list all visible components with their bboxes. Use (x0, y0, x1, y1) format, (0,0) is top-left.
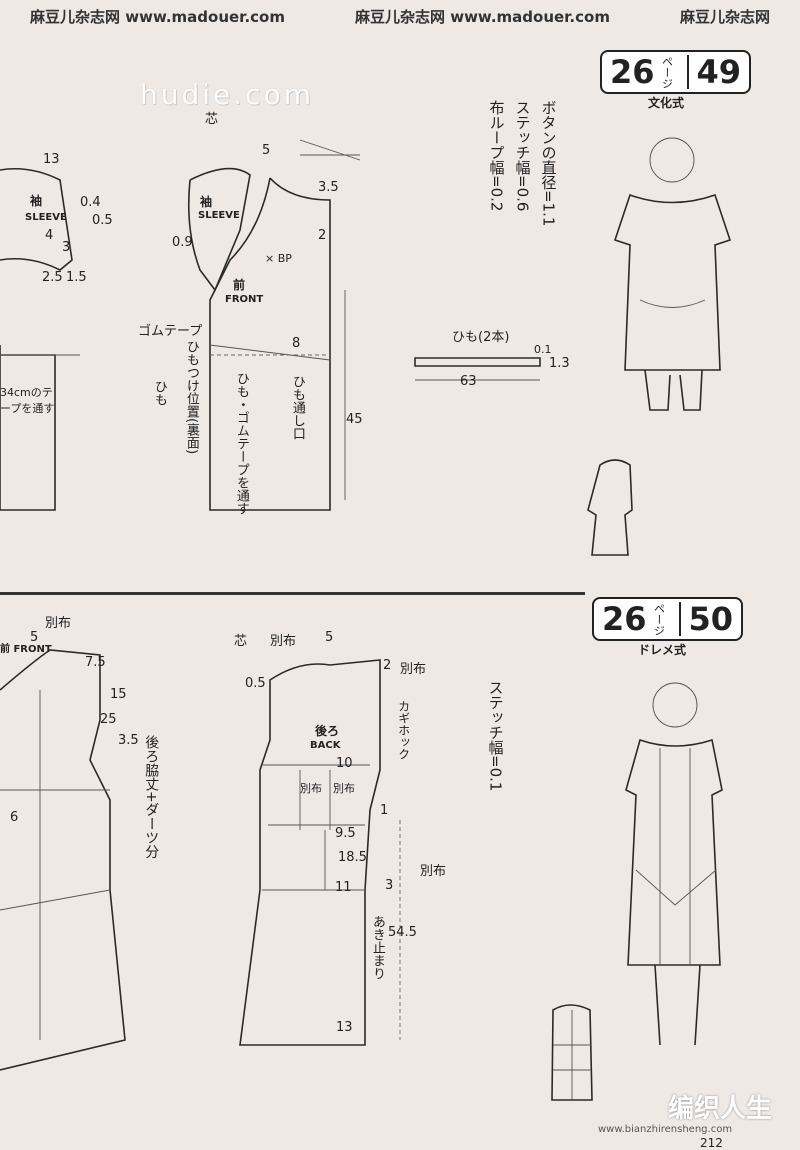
m50-1: 1 (380, 803, 389, 818)
himo-opening-label: ひも通し口 (289, 375, 305, 440)
sleeve-left-outline (0, 167, 73, 271)
sleeve-right-outline (187, 167, 251, 292)
sleeve-label-en: SLEEVE (198, 210, 240, 221)
himo-width: 1.3 (549, 356, 570, 371)
watermark-center: 麻豆儿杂志网 www.madouer.com (354, 8, 610, 26)
badge-kana: ページ (660, 55, 674, 89)
m50-3-5: 3.5 (118, 733, 139, 748)
m50-18-5: 18.5 (338, 850, 367, 865)
m49-5: 5 (262, 143, 271, 158)
note-button-diameter: ボタンの直径=1.1 (539, 100, 558, 227)
back-label-en: BACK (310, 740, 341, 751)
watermark-bar: 麻豆儿杂志网 www.madouer.com 麻豆儿杂志网 www.madoue… (0, 6, 800, 27)
measure-54-5: 54.5 (388, 925, 417, 940)
badge-separator (678, 602, 681, 636)
m49-4: 4 (45, 228, 54, 243)
front-left-partial (0, 345, 56, 511)
badge-number: 49 (696, 53, 742, 91)
measure-45: 45 (346, 412, 363, 427)
elastic-label: ゴムテープ (138, 324, 203, 339)
himo-length: 63 (460, 374, 477, 389)
m50-2: 2 (383, 658, 392, 673)
m50-3: 3 (385, 878, 394, 893)
back-label-jp: 後ろ (315, 724, 340, 738)
badge-page: 26 (602, 600, 647, 638)
betsununo-right: 別布 (400, 662, 427, 677)
elastic-pass-label: ひも・ゴムテープを通す (233, 372, 249, 515)
watermark-left: 麻豆儿杂志网 www.madouer.com (30, 8, 285, 26)
himo-position-label: ひもつけ位置(裏面) (183, 340, 199, 455)
note-stitch-width-50: ステッチ幅=0.1 (486, 680, 505, 792)
m49-0-5: 0.5 (92, 213, 113, 228)
betsununo-panel-1: 別布 (300, 782, 322, 795)
m49-2-5: 2.5 (42, 270, 63, 285)
m50-5-a: 5 (30, 630, 39, 645)
shin-label-top: 芯 (205, 112, 219, 127)
sleeve-label-left-jp: 袖 (30, 194, 43, 208)
betsununo-lower: 別布 (420, 864, 447, 879)
shin-label-50: 芯 (234, 634, 248, 649)
site-brand: 编织人生 (668, 1094, 773, 1124)
badge-number: 50 (688, 600, 734, 638)
sleeve-label-jp: 袖 (200, 195, 213, 209)
front-fragment-label: 前 FRONT (0, 644, 52, 655)
front-outline (209, 177, 331, 511)
m50-6: 6 (10, 810, 19, 825)
tape-pass-note: 34cmのテープを通す (0, 386, 55, 415)
side-note: 後ろ脇丈+ダーツ分 (143, 735, 160, 859)
badge-style: ドレメ式 (638, 643, 687, 657)
m49-3: 3 (62, 240, 71, 255)
front-label-en: FRONT (225, 294, 264, 305)
page-number: 212 (700, 1136, 723, 1150)
site-url: www.bianzhirensheng.com (598, 1124, 733, 1135)
himo-small: 0.1 (534, 343, 552, 356)
m50-5-b: 5 (325, 630, 334, 645)
betsununo-top-left: 別布 (45, 616, 72, 631)
front-bottom-outline (0, 649, 126, 1071)
m49-0-9: 0.9 (172, 235, 193, 250)
m49-13: 13 (43, 152, 60, 167)
m50-15: 15 (110, 687, 127, 702)
m49-3-5: 3.5 (318, 180, 339, 195)
badge-kana: ページ (652, 602, 666, 636)
m50-11: 11 (335, 880, 352, 895)
himo-count-label: ひも(2本) (452, 330, 510, 345)
opening-end-label: あき止まり (369, 915, 385, 980)
himo-label-left: ひも (151, 380, 167, 406)
m49-2: 2 (318, 228, 327, 243)
bp-mark: × BP (265, 252, 292, 265)
badge-separator (686, 55, 689, 89)
m49-0-4: 0.4 (80, 195, 101, 210)
himo-strip (414, 357, 541, 367)
sleeve-label-left-en: SLEEVE (25, 212, 67, 223)
section-divider (0, 592, 585, 595)
betsununo-panel-2: 別布 (333, 782, 355, 795)
betsununo-top: 別布 (270, 634, 297, 649)
note-stitch-width: ステッチ幅=0.6 (513, 100, 532, 212)
badge-page: 26 (610, 53, 655, 91)
badge-pattern-50: 26 ページ 50 (592, 597, 744, 641)
badge-pattern-49: 26 ページ 49 (600, 50, 752, 94)
hook-label: カギホック (396, 700, 411, 760)
m50-7-5: 7.5 (85, 655, 106, 670)
badge-style: 文化式 (648, 96, 685, 110)
front-label-jp: 前 (233, 278, 246, 292)
m50-10: 10 (336, 756, 353, 771)
note-loop-width: 布ループ幅=0.2 (487, 100, 506, 212)
m50-0-5: 0.5 (245, 676, 266, 691)
m50-13: 13 (336, 1020, 353, 1035)
watermark-hudie: hudie.com (140, 78, 314, 111)
m49-1-5: 1.5 (66, 270, 87, 285)
watermark-right: 麻豆儿杂志网 (679, 8, 770, 26)
m50-25: 25 (100, 712, 117, 727)
m50-9-5: 9.5 (335, 826, 356, 841)
back-outline (239, 659, 381, 1046)
m49-8: 8 (292, 336, 301, 351)
